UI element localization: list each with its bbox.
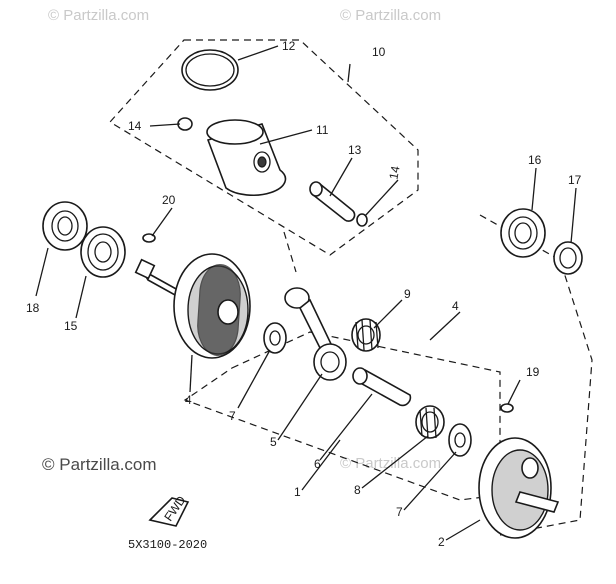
callout-17: 17 xyxy=(568,173,582,187)
callout-11: 11 xyxy=(316,123,329,137)
connecting-rod xyxy=(284,287,347,381)
watermark-top-left: © Partzilla.com xyxy=(48,7,149,24)
link-dash xyxy=(283,231,297,273)
watermark-middle: © Partzilla.com xyxy=(340,455,441,472)
callout-7-right: 7 xyxy=(396,505,403,519)
thrust-washer-right xyxy=(448,423,472,457)
callout-4: 4 xyxy=(452,299,459,313)
crank-group-outline xyxy=(183,331,501,501)
callout-2: 2 xyxy=(438,535,445,549)
piston-ring xyxy=(181,49,239,91)
callout-6: 6 xyxy=(314,457,321,471)
leader-lines xyxy=(35,45,577,541)
oil-seal-right xyxy=(553,241,583,275)
big-end-bearing xyxy=(415,405,445,439)
callout-14-left: 14 xyxy=(128,119,142,133)
callout-20: 20 xyxy=(162,193,176,207)
callout-1: 1 xyxy=(294,485,301,499)
thrust-washer-left xyxy=(263,322,287,354)
callout-8: 8 xyxy=(354,483,361,497)
callout-19: 19 xyxy=(526,365,540,379)
circlip-right xyxy=(356,213,368,227)
bearing-left xyxy=(80,226,126,278)
callout-18: 18 xyxy=(26,301,40,315)
piston xyxy=(206,119,287,197)
piston-pin xyxy=(309,181,356,222)
piston-group-outline xyxy=(109,39,419,256)
fwd-arrow: FWD xyxy=(148,493,190,527)
diagram-code: 5X3100-2020 xyxy=(128,538,207,552)
crank-half-right xyxy=(478,437,560,539)
callout-15: 15 xyxy=(64,319,78,333)
oil-seal-left xyxy=(42,201,88,251)
callout-10: 10 xyxy=(372,45,386,59)
small-end-bearing xyxy=(351,318,381,352)
callout-14-right: 14 xyxy=(386,165,402,181)
watermark-left: © Partzilla.com xyxy=(42,455,157,474)
bearing-right xyxy=(500,208,546,258)
callout-7-left: 7 xyxy=(229,409,236,423)
callout-3: 4 xyxy=(185,393,192,407)
woodruff-key-right xyxy=(500,403,514,413)
callout-9: 9 xyxy=(404,287,411,301)
callout-13: 13 xyxy=(348,143,362,157)
callout-5: 5 xyxy=(270,435,277,449)
crank-pin xyxy=(352,367,412,407)
circlip-left xyxy=(177,117,193,131)
watermark-top-right: © Partzilla.com xyxy=(340,7,441,24)
crank-half-left xyxy=(134,253,251,359)
callout-12: 12 xyxy=(282,39,296,53)
callout-16: 16 xyxy=(528,153,542,167)
